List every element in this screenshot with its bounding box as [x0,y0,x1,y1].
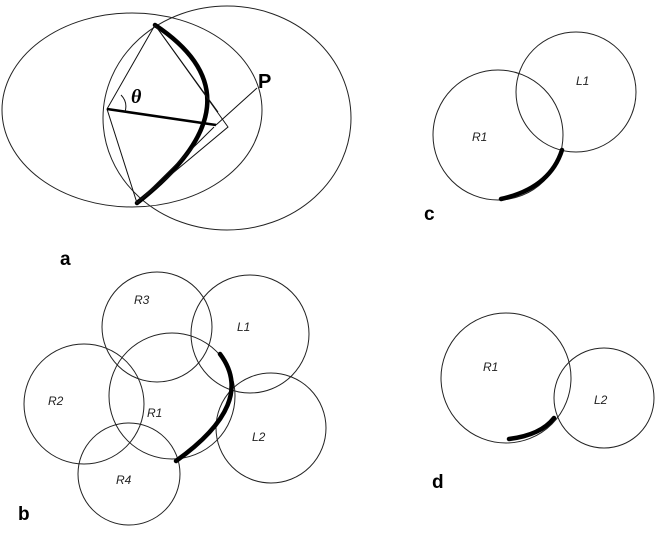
circle-l1 [190,274,310,394]
right-ellipse [102,5,352,231]
angle-arc [120,94,127,113]
left-ellipse [1,12,263,208]
circle-d-l2 [553,347,655,449]
angle-label-theta: θ [131,86,142,108]
panel-d: R1 L2 d [432,312,655,493]
panel-c: L1 R1 c [424,31,637,225]
panel-label-c: c [424,204,435,225]
panel-label-a: a [60,249,71,270]
circle-r3 [101,271,213,383]
highlighted-arc-b [173,351,234,464]
circle-label-c-r1: R1 [472,130,487,144]
circle-r2 [23,343,145,465]
circle-label-l1: L1 [237,320,250,334]
panel-label-b: b [18,504,30,525]
circle-label-r3: R3 [134,293,150,307]
radius-line [106,107,217,127]
highlighted-arc-c [498,147,565,202]
circle-label-r4: R4 [116,473,132,487]
circle-label-c-l1: L1 [576,74,589,88]
circle-label-r1: R1 [147,406,162,420]
panel-label-d: d [432,472,444,493]
circle-c-l1 [515,31,637,153]
chord-lower [136,126,215,204]
highlighted-arc-a [134,22,210,206]
pointer-line [215,87,258,126]
circle-label-r2: R2 [48,394,64,408]
circle-r1 [108,332,236,460]
circle-label-d-r1: R1 [483,360,498,374]
panel-b: R3 L1 R2 R1 L2 R4 b [18,271,327,526]
circle-label-l2: L2 [252,430,266,444]
circle-d-r1 [440,312,572,444]
circle-r4 [77,422,181,526]
circle-label-d-l2: L2 [594,393,608,407]
panel-a: P θ a [1,5,352,270]
chord-upper [154,24,219,113]
point-label-p: P [258,71,271,93]
circle-c-r1 [432,69,564,201]
highlighted-arc-d [506,415,557,442]
